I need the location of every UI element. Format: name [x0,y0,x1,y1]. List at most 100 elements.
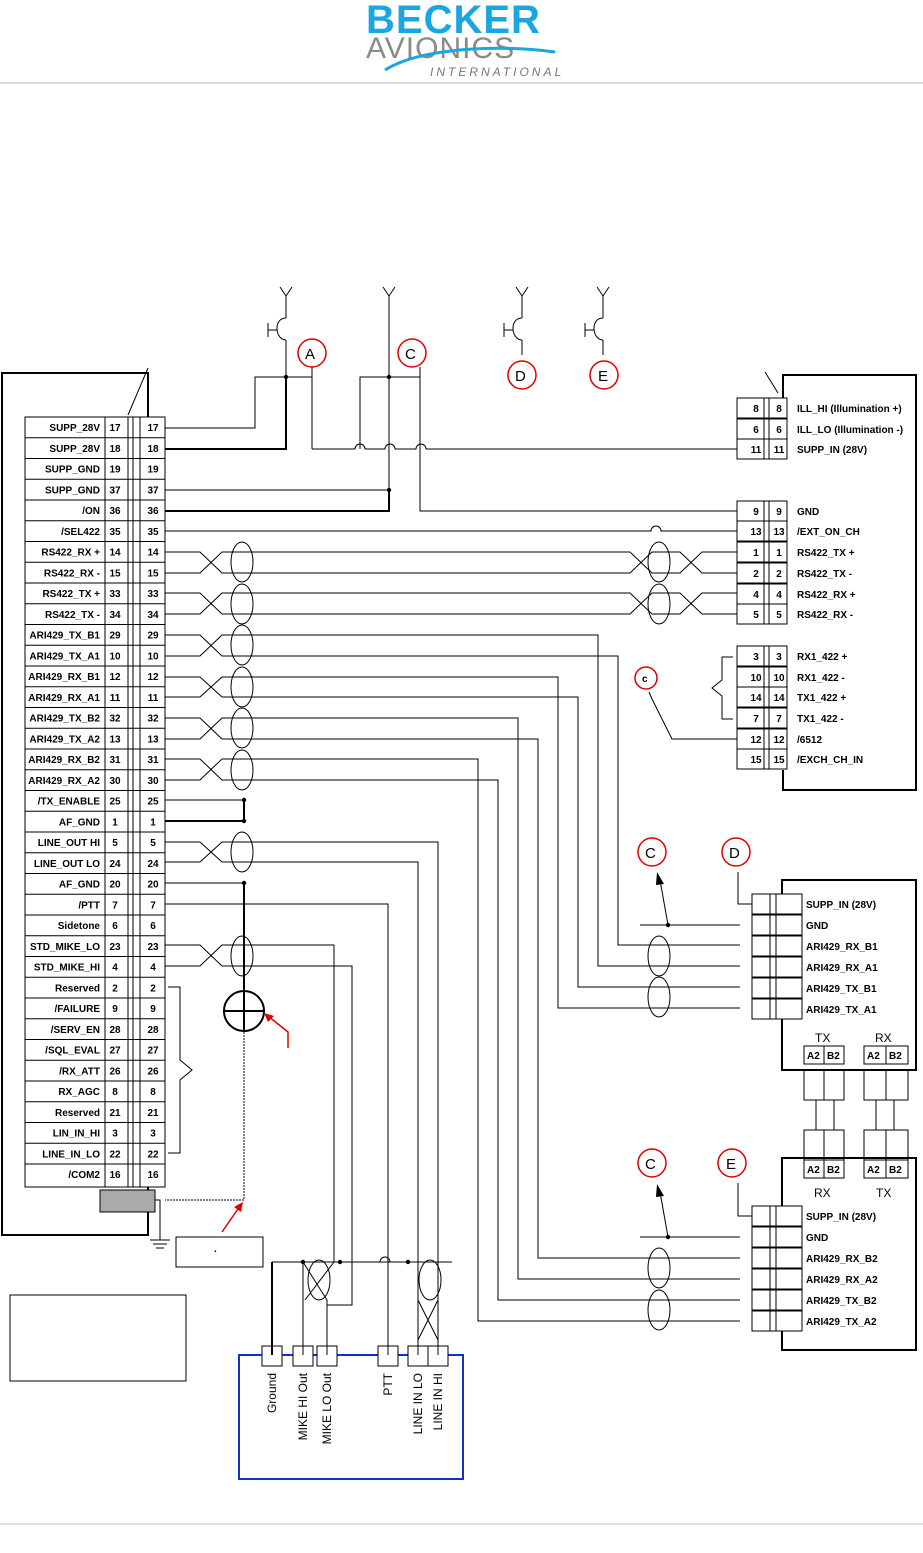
radio-pin-number: 34 [109,610,121,621]
device_d-pin-label: GND [806,921,828,932]
radio-pin-mate: 34 [147,610,159,621]
radio-pin-mate: 2 [150,983,156,994]
device_e-pin-label: GND [806,1233,828,1244]
radio-pin-number: 37 [109,485,121,496]
cu-pin-mate: 15 [773,755,785,766]
radio-pin-mate: 35 [147,527,159,538]
svg-text:RX: RX [814,1186,831,1200]
cu-pin-label: RS422_RX + [797,590,856,601]
cu-pin-mate: 13 [773,527,785,538]
radio-pin-label: STD_MIKE_HI [34,963,100,974]
radio-pin-label: ARI429_TX_B1 [29,631,100,642]
radio-pin-label: LINE_OUT HI [38,838,100,849]
cu-pin-number: 3 [753,652,759,663]
callout-e-dev-e: E [717,1148,747,1178]
audio-pin-label: PTT [381,1372,395,1395]
svg-text:C: C [645,845,656,862]
device-e-pin-list: SUPP_IN (28V)GNDARI429_RX_B2ARI429_RX_A2… [751,1205,878,1332]
cu-pin-mate: 7 [776,714,782,725]
cu-pin-mate: 1 [776,548,782,559]
svg-text:D: D [515,368,526,385]
cu-pin-mate: 12 [773,735,785,746]
callout-c-top: C [397,338,427,368]
radio-pin-number: 4 [112,963,118,974]
svg-text:A2: A2 [807,1051,820,1062]
svg-text:TX: TX [876,1186,891,1200]
radio-pin-label: SUPP_GND [45,485,100,496]
radio-pin-number: 2 [112,983,118,994]
radio-pin-label: ARI429_RX_A1 [28,693,100,704]
cu-pin-label: /EXT_ON_CH [797,527,860,538]
radio-pin-label: ARI429_TX_A2 [29,734,100,745]
device_e-pin-label: ARI429_TX_A2 [806,1317,877,1328]
radio-pin-mate: 31 [147,755,159,766]
svg-text:E: E [598,368,608,385]
cu-pin-label: RX1_422 + [797,652,847,663]
radio-pin-number: 33 [109,589,121,600]
cu-pin-number: 6 [753,425,759,436]
radio-pin-number: 18 [109,444,121,455]
radio-pin-number: 21 [109,1108,121,1119]
audio-pin-label: Ground [265,1373,279,1413]
radio-pin-number: 31 [109,755,121,766]
radio-pin-label: RS422_TX + [42,589,100,600]
svg-text:B2: B2 [889,1165,902,1176]
cu-pin-label: ILL_LO (Illumination -) [797,425,903,436]
radio-pin-label: STD_MIKE_LO [30,942,100,953]
radio-pin-number: 1 [112,817,118,828]
radio-pin-mate: 11 [148,693,159,704]
cu-pin-mate: 2 [776,569,782,580]
radio-pin-label: ARI429_RX_B2 [28,755,100,766]
radio-pin-number: 7 [112,900,118,911]
cu-pin-number: 9 [753,507,759,518]
control-unit-box [782,374,917,791]
cu-pin-number: 2 [753,569,759,580]
radio-pin-mate: 28 [147,1025,159,1036]
device-d-pin-list: SUPP_IN (28V)GNDARI429_RX_B1ARI429_RX_A1… [751,893,878,1020]
svg-text:RX: RX [875,1031,892,1045]
radio-pin-mate: 4 [150,963,156,974]
radio-pin-number: 29 [109,631,121,642]
radio-pin-number: 27 [109,1046,121,1057]
radio-pin-label: /ON [82,506,100,517]
svg-text:A: A [305,346,315,363]
radio-pin-mate: 16 [147,1170,159,1181]
cu-pin-mate: 6 [776,425,782,436]
radio-pin-mate: 13 [147,734,159,745]
svg-text:A2: A2 [867,1165,880,1176]
cu-pin-number: 13 [750,527,762,538]
cu-pin-mate: 5 [776,610,782,621]
radio-pin-number: 19 [109,465,121,476]
top-antennas [267,286,610,378]
cu-pin-label: /EXCH_CH_IN [797,755,863,766]
svg-text:TX: TX [815,1031,830,1045]
radio-pin-mate: 9 [150,1004,156,1015]
cu-pin-label: GND [797,507,819,518]
device_d-pin-label: SUPP_IN (28V) [806,900,876,911]
cu-pin-number: 15 [750,755,762,766]
radio-pin-number: 17 [109,423,121,434]
radio-pin-label: AF_GND [59,817,100,828]
radio-pin-label: /FAILURE [54,1004,100,1015]
radio-pin-label: RS422_RX - [44,568,100,579]
radio-pin-number: 22 [109,1149,121,1160]
radio-pin-number: 3 [112,1129,118,1140]
radio-pin-number: 24 [109,859,121,870]
radio-pin-mate: 1 [150,817,156,828]
becker-logo: BECKER AVIONICS INTERNATIONAL [366,0,561,79]
radio-pin-label: ARI429_TX_A1 [29,651,100,662]
radio-pin-label: RS422_TX - [45,610,100,621]
radio-pin-label: Reserved [55,983,100,994]
radio-pin-number: 15 [109,568,121,579]
wires [99,340,752,1355]
radio-pin-number: 25 [109,797,121,808]
radio-pin-mate: 20 [147,880,159,891]
radio-pin-label: LINE_OUT LO [34,859,100,870]
radio-pin-label: Sidetone [58,921,101,932]
radio-pin-number: 14 [109,548,121,559]
